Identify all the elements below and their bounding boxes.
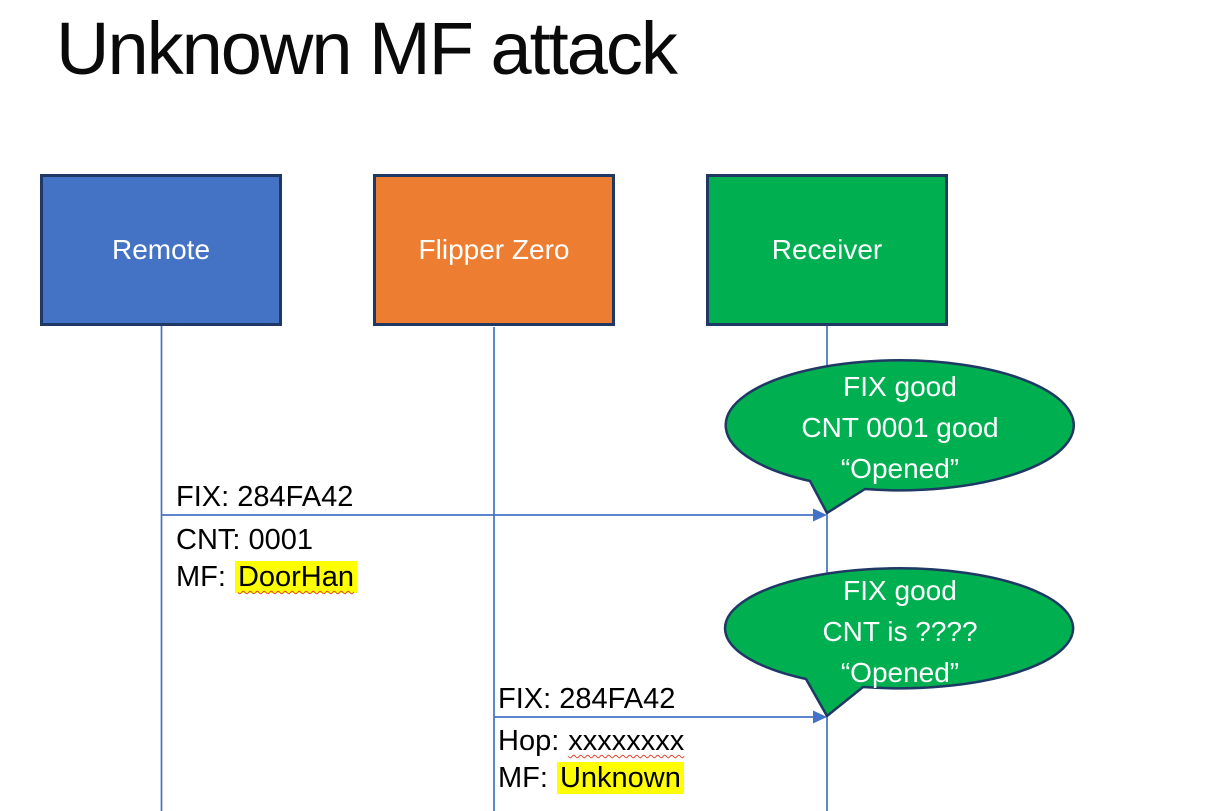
message1-details: CNT: 0001 MF:DoorHan (176, 522, 357, 596)
bubble2-line3: “Opened” (840, 657, 960, 688)
message2-fix-label: FIX: 284FA42 (498, 683, 676, 715)
speech-bubble-2-text: FIX good CNT is ???? “Opened” (727, 570, 1073, 693)
actor-box-receiver: Receiver (706, 174, 948, 326)
bubble1-line2: CNT 0001 good (801, 412, 999, 443)
actor-label-receiver: Receiver (771, 234, 883, 265)
bubble1-line1: FIX good (843, 371, 957, 402)
message1-mf-prefix: MF: (176, 561, 226, 593)
message2-mf-line: MF:Unknown (498, 760, 684, 797)
speech-bubble-1 (724, 359, 1075, 515)
bubble2-line2: CNT is ???? (822, 616, 978, 647)
speech-bubble-2 (723, 567, 1075, 718)
arrowhead-icon (813, 508, 827, 522)
message2-mf-prefix: MF: (498, 762, 548, 794)
message2-details: Hop:xxxxxxxx MF:Unknown (498, 723, 684, 797)
message2-hop-value: xxxxxxxx (568, 725, 685, 757)
message1-fix-label: FIX: 284FA42 (176, 481, 354, 513)
arrowhead-icon (813, 710, 827, 724)
message2-mf-value-highlighted: Unknown (556, 762, 684, 794)
message2-hop-line: Hop:xxxxxxxx (498, 723, 684, 760)
actor-box-flipper-zero: Flipper Zero (373, 174, 615, 326)
bubble2-line1: FIX good (843, 575, 957, 606)
message2-hop-prefix: Hop: (498, 725, 560, 757)
page-title: Unknown MF attack (56, 7, 678, 90)
bubble1-line3: “Opened” (840, 453, 960, 484)
actor-label-flipper-zero: Flipper Zero (418, 234, 570, 265)
message1-mf-value-highlighted: DoorHan (234, 561, 357, 593)
speech-bubble-1-text: FIX good CNT 0001 good “Opened” (727, 366, 1073, 489)
actor-box-remote: Remote (40, 174, 282, 326)
message1-mf-line: MF:DoorHan (176, 559, 357, 596)
message1-cnt-label: CNT: 0001 (176, 524, 314, 556)
actor-label-remote: Remote (111, 234, 211, 265)
